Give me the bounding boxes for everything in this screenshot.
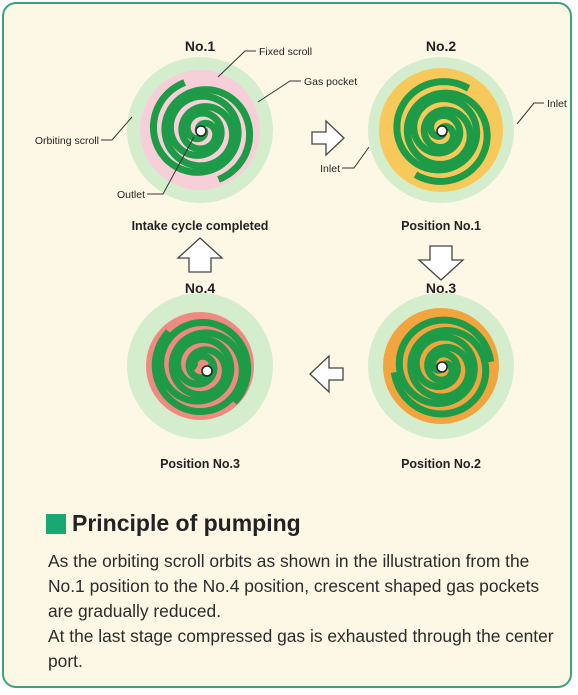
gas-pocket-label: Gas pocket	[304, 76, 357, 88]
orbiting-scroll-spiral	[390, 326, 490, 418]
orbiting-scroll-spiral	[403, 89, 491, 185]
description: As the orbiting scroll orbits as shown i…	[48, 549, 568, 674]
fixed-scroll-spiral	[149, 79, 242, 176]
fixed-scroll-label: Fixed scroll	[259, 46, 312, 58]
orbiting-scroll-spiral	[151, 329, 246, 415]
heading-title: Principle of pumping	[72, 510, 301, 536]
inlet-left-label: Inlet	[320, 163, 340, 175]
scroll-pump-diagram: No.1 Intake cycle completed No.2 Positio…	[35, 38, 567, 471]
diagram-caption: Position No.2	[401, 457, 481, 471]
inlet-right-leader	[516, 102, 544, 125]
outlet-port	[201, 365, 213, 377]
arrow-left-icon	[309, 354, 344, 394]
fixed-scroll-spiral	[157, 319, 252, 405]
outlet-port	[195, 125, 207, 137]
orbiting-scroll-label: Orbiting scroll	[35, 135, 99, 147]
scroll-diagram-no2: No.2 Position No.1	[368, 38, 514, 233]
outlet-label: Outlet	[117, 189, 145, 201]
diagram-title: No.1	[185, 38, 216, 54]
diagram-caption: Intake cycle completed	[132, 219, 269, 233]
scroll-diagram-no3: No.3 Position No.2	[368, 280, 514, 471]
diagram-caption: Position No.1	[401, 219, 481, 233]
gas-pocket-leader	[257, 80, 301, 103]
outlet-port	[436, 361, 448, 373]
arrow-down-icon	[417, 245, 465, 281]
section-heading: Principle of pumping	[46, 510, 301, 537]
diagram-caption: Position No.3	[160, 457, 240, 471]
inlet-left-leader	[342, 146, 370, 169]
outlet-port	[436, 125, 448, 137]
outlet-leader	[147, 136, 195, 195]
fixed-scroll-spiral	[393, 78, 481, 174]
scroll-diagram-no1: No.1 Intake cycle completed	[127, 38, 273, 233]
inlet-right-label: Inlet	[547, 98, 567, 110]
scroll-diagram-no4: No.4 Position No.3	[127, 280, 273, 471]
fixed-scroll-leader	[217, 50, 256, 78]
fixed-scroll-spiral	[395, 316, 495, 408]
orbiting-scroll-spiral	[161, 86, 254, 183]
heading-square-icon	[46, 513, 66, 534]
principle-card: No.1 Intake cycle completed No.2 Positio…	[2, 2, 572, 688]
diagram-title: No.2	[426, 38, 457, 54]
arrow-up-icon	[176, 237, 224, 273]
description-paragraph-2: At the last stage compressed gas is exha…	[48, 626, 554, 671]
arrow-right-icon	[311, 119, 345, 157]
description-paragraph-1: As the orbiting scroll orbits as shown i…	[48, 551, 540, 621]
diagram-title: No.3	[426, 280, 457, 296]
orbiting-scroll-leader	[101, 116, 133, 141]
diagram-title: No.4	[185, 280, 216, 296]
